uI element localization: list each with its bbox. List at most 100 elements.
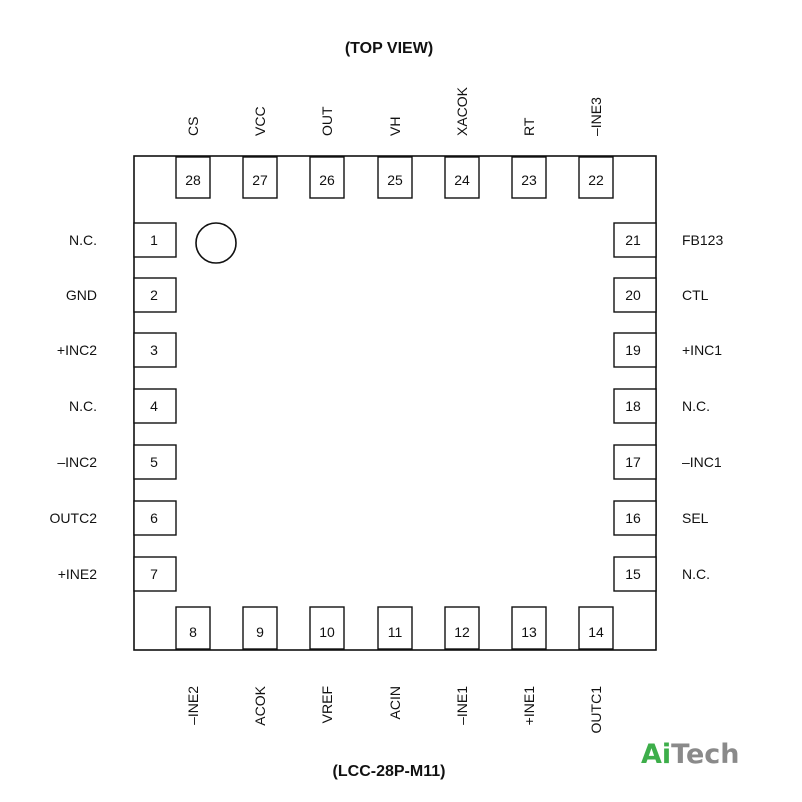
pin-number: 18: [625, 398, 641, 414]
pin-pad: [133, 500, 177, 536]
pin-pad: [377, 606, 413, 650]
pin-pad: [377, 156, 413, 199]
pin-label: +INC1: [682, 342, 722, 358]
pin-pad: [613, 277, 657, 313]
pin-number: 2: [150, 287, 158, 303]
pin-number: 26: [319, 172, 335, 188]
pin-number: 24: [454, 172, 470, 188]
pin-number: 1: [150, 232, 158, 248]
pin-pad: [613, 332, 657, 368]
pin-group: 28CS27VCC26OUT25VH24XACOK23RT22–INE38–IN…: [50, 86, 724, 733]
pin-label: VH: [387, 117, 403, 136]
pin-right: 18 N.C.: [613, 388, 710, 424]
view-title: (TOP VIEW): [345, 40, 433, 57]
pin-left: 1 N.C.: [69, 222, 177, 258]
pin-pad: [511, 156, 547, 199]
pin-pad: [175, 606, 211, 650]
pin-pad: [242, 156, 278, 199]
pin-pad: [133, 444, 177, 480]
pin-pad: [613, 444, 657, 480]
pin-right: 15 N.C.: [613, 556, 710, 592]
pin-number: 7: [150, 566, 158, 582]
pin-label: ACOK: [252, 685, 268, 725]
pin-left: 2 GND: [66, 277, 177, 313]
pin-label: OUT: [319, 106, 335, 136]
pin-number: 10: [319, 624, 335, 640]
pin-bottom: 13+INE1: [511, 606, 547, 725]
logo-tech: Tech: [671, 739, 739, 770]
pin-number: 5: [150, 454, 158, 470]
pin1-marker: [195, 222, 237, 264]
pin-label: –INC1: [682, 454, 722, 470]
pin-pad: [613, 388, 657, 424]
pin-label: –INC2: [57, 454, 97, 470]
pin-number: 11: [388, 624, 403, 640]
pin-label: FB123: [682, 232, 723, 248]
pin-left: 7 +INE2: [58, 556, 177, 592]
pin-label: RT: [521, 117, 537, 136]
pin-pad: [578, 606, 614, 650]
pin-pad: [242, 606, 278, 650]
logo-ai: Ai: [641, 739, 671, 770]
pin-label: SEL: [682, 510, 709, 526]
pin-pad: [613, 556, 657, 592]
package-body: [133, 155, 657, 651]
pin-label: VCC: [252, 106, 268, 136]
pin-label: N.C.: [682, 566, 710, 582]
pin-label: –INE1: [454, 686, 470, 725]
package-name: (LCC-28P-M11): [333, 763, 446, 780]
pin-left: 6 OUTC2: [50, 500, 177, 536]
pin-label: VREF: [319, 686, 335, 723]
pin-number: 15: [625, 566, 641, 582]
pin-top: 22 –INE3: [578, 97, 614, 199]
pin-pad: [309, 606, 345, 650]
pin-label: +INC2: [57, 342, 97, 358]
pin-number: 25: [387, 172, 403, 188]
pin-number: 22: [588, 172, 604, 188]
pin-label: CS: [185, 117, 201, 136]
pin-label: –INE2: [185, 686, 201, 725]
pin-label: +INE2: [58, 566, 98, 582]
pin-left: 4N.C.: [69, 388, 177, 424]
pin-left: 5 –INC2: [57, 444, 177, 480]
pin-number: 8: [189, 624, 197, 640]
pin-label: OUTC1: [588, 686, 604, 734]
pin-number: 13: [521, 624, 537, 640]
pin-top: 23 RT: [511, 117, 547, 199]
pin-number: 6: [150, 510, 158, 526]
pin-label: OUTC2: [50, 510, 98, 526]
pin-pad: [444, 156, 480, 199]
pin-right: 21 FB123: [613, 222, 723, 258]
pin-pad: [578, 156, 614, 199]
pin-number: 20: [625, 287, 641, 303]
pin-label: GND: [66, 287, 97, 303]
pin-pad: [613, 222, 657, 258]
pin-pad: [133, 332, 177, 368]
pin-number: 23: [521, 172, 537, 188]
pin-number: 21: [625, 232, 641, 248]
pin-left: 3+INC2: [57, 332, 177, 368]
pin-right: 19+INC1: [613, 332, 722, 368]
pin-bottom: 8 –INE2: [175, 606, 211, 725]
pin-pad: [133, 388, 177, 424]
pin-label: N.C.: [682, 398, 710, 414]
pin-top: 25 VH: [377, 117, 413, 199]
pin-number: 12: [454, 624, 470, 640]
pin-label: –INE3: [588, 97, 604, 136]
pin-pad: [133, 277, 177, 313]
pin-number: 4: [150, 398, 158, 414]
pin-label: ACIN: [387, 686, 403, 719]
pin-label: N.C.: [69, 232, 97, 248]
svg-text:AiTech: AiTech: [641, 739, 740, 770]
pin-number: 17: [625, 454, 641, 470]
